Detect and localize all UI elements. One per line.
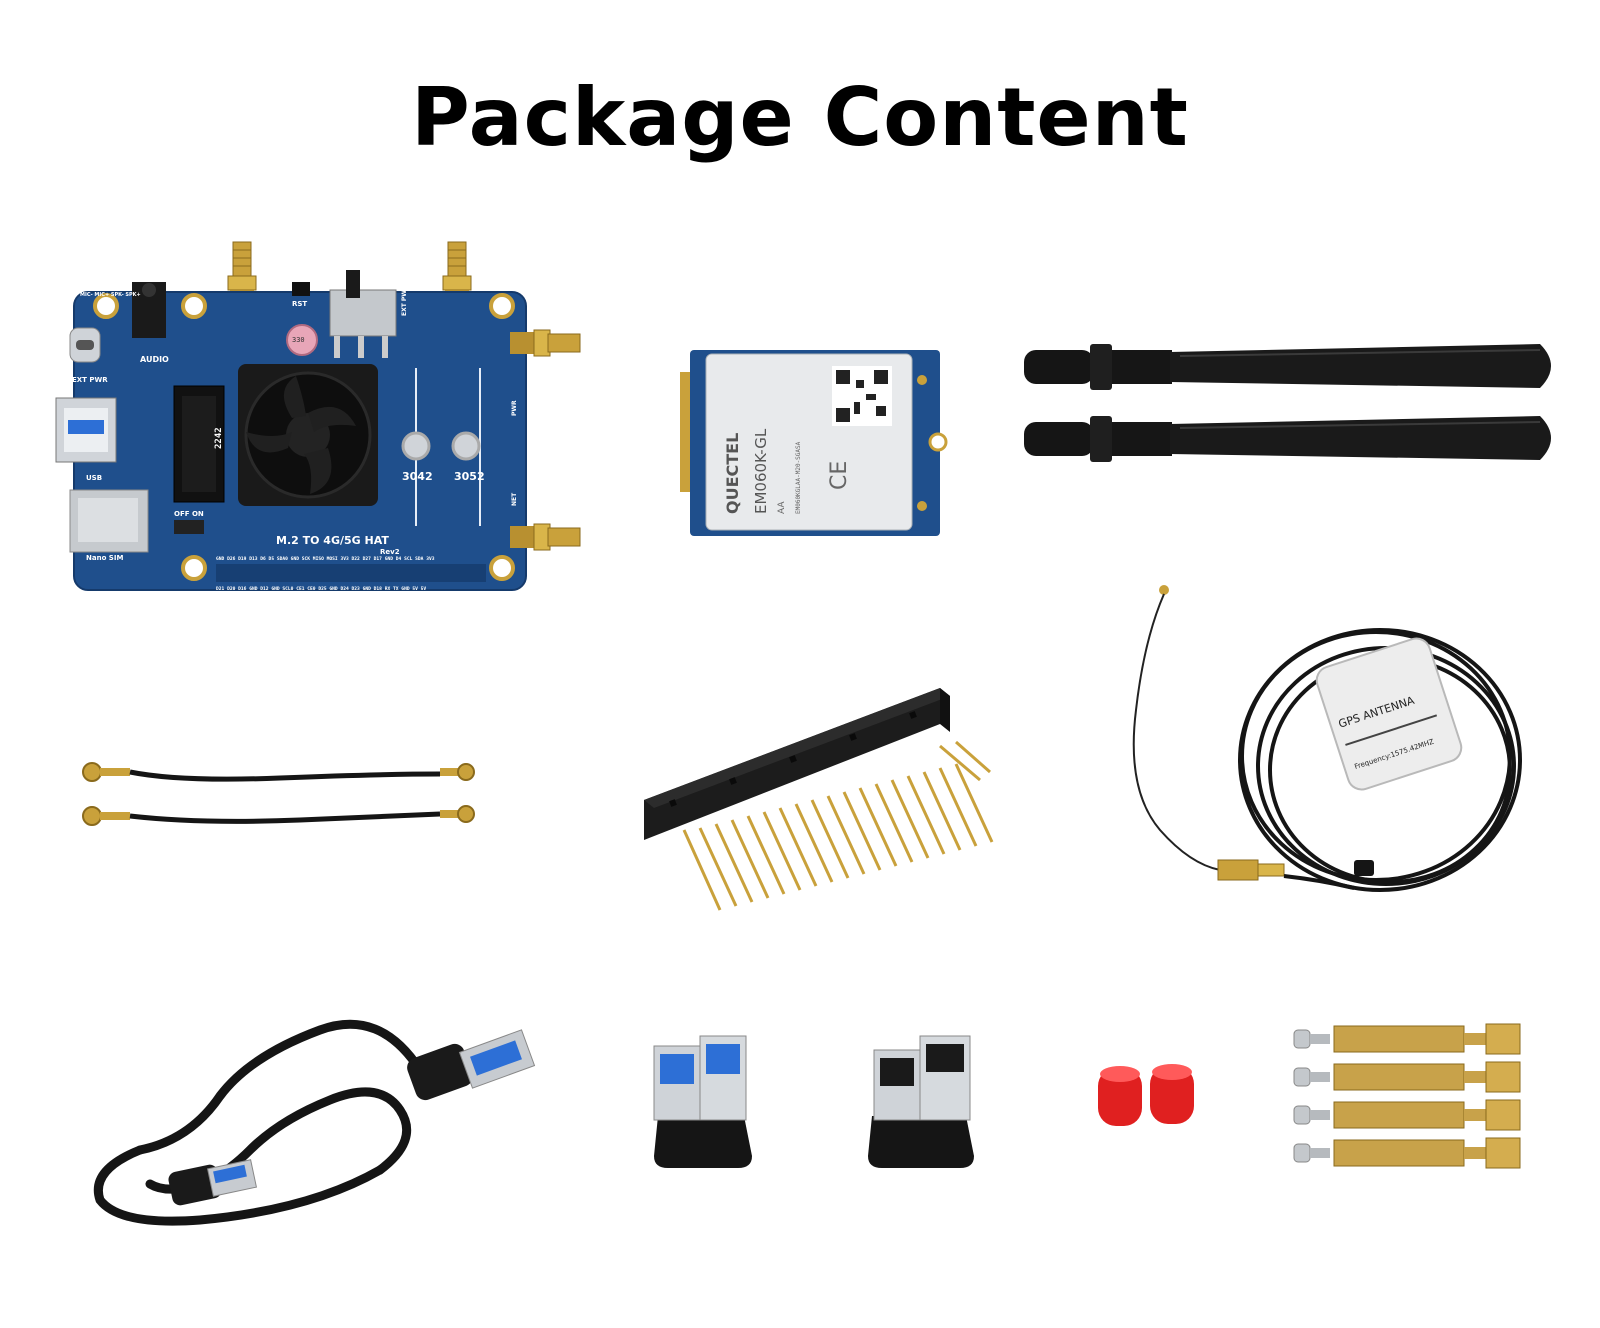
module-ce-mark: CE xyxy=(827,461,852,490)
dust-cap-left xyxy=(1098,1066,1142,1126)
standoff-set-4 xyxy=(1293,1137,1521,1169)
slot-3042-label: 3042 xyxy=(402,470,433,483)
ipex-cable-top xyxy=(82,762,475,782)
header-top-labels: GND D26 D19 D13 D6 D5 SDA0 GND SCK MISO … xyxy=(216,556,435,562)
capacitor-label: 330 xyxy=(292,336,305,344)
ext-pwr-label: EXT PWR xyxy=(72,376,108,384)
off-on-label: OFF ON xyxy=(174,510,204,518)
quectel-module: QUECTEL EM060K-GL AA EM060KGLAA-M20-SGAS… xyxy=(680,350,948,536)
screws-and-standoffs xyxy=(1293,1023,1521,1169)
standoff-set-1 xyxy=(1293,1023,1521,1055)
usb-label: USB xyxy=(86,474,102,482)
audio-pins-label: MIC- MIC+ SPK- SPK+ xyxy=(80,292,141,298)
antenna-pair xyxy=(1024,344,1551,462)
module-model: EM060K-GL xyxy=(752,428,770,514)
ipex-cable-pair xyxy=(82,762,475,826)
antenna-bottom xyxy=(1024,416,1551,462)
sma-dust-caps xyxy=(1098,1064,1194,1126)
usb-cable xyxy=(94,1019,536,1226)
gps-puck: GPS ANTENNA Frequency:1575.42MHZ xyxy=(1315,637,1463,791)
net-label: NET xyxy=(511,492,518,506)
header-bottom-labels: D21 D20 D16 GND D12 GND SCL0 CE1 CE0 D25… xyxy=(216,586,426,592)
standoff-set-2 xyxy=(1293,1061,1521,1093)
module-part: EM060KGLAA-M20-SGASA xyxy=(795,441,802,514)
gpio-stacking-header xyxy=(644,688,994,911)
usb-u-adapter-black xyxy=(868,1035,974,1168)
ipex-cable-bottom xyxy=(82,805,475,826)
standoff-set-3 xyxy=(1293,1099,1521,1131)
dust-cap-right xyxy=(1150,1064,1194,1124)
page-title: Package Content xyxy=(411,71,1189,164)
nano-sim-label: Nano SIM xyxy=(86,554,123,562)
gpio-header-pads xyxy=(216,564,486,582)
rst-label: RST xyxy=(292,300,307,308)
sma-connector-right-bottom xyxy=(510,523,581,551)
usb-u-adapter-blue xyxy=(653,1035,752,1168)
m2-slot-label: 2242 xyxy=(214,427,224,449)
module-variant: AA xyxy=(777,501,787,514)
usb-plug-left xyxy=(168,1159,258,1206)
revision-label: Rev2 xyxy=(380,548,400,556)
module-brand: QUECTEL xyxy=(723,433,742,514)
antenna-top xyxy=(1024,344,1551,390)
board-name-label: M.2 TO 4G/5G HAT xyxy=(276,534,389,547)
slot-3052-label: 3052 xyxy=(454,470,485,483)
ipex-sma-pigtail xyxy=(1132,585,1285,881)
pwr-label: PWR xyxy=(511,400,518,416)
ext-pwr-switch-label: EXT PWR xyxy=(401,285,408,316)
cooling-fan xyxy=(238,364,378,506)
audio-label: AUDIO xyxy=(140,355,169,364)
usb-plug-right xyxy=(407,1029,536,1101)
sma-connector-right-top xyxy=(510,329,581,357)
hat-board: AUDIO MIC- MIC+ SPK- SPK+ EXT PWR USB Na… xyxy=(55,241,581,592)
gps-antenna: GPS ANTENNA Frequency:1575.42MHZ xyxy=(1132,585,1522,892)
